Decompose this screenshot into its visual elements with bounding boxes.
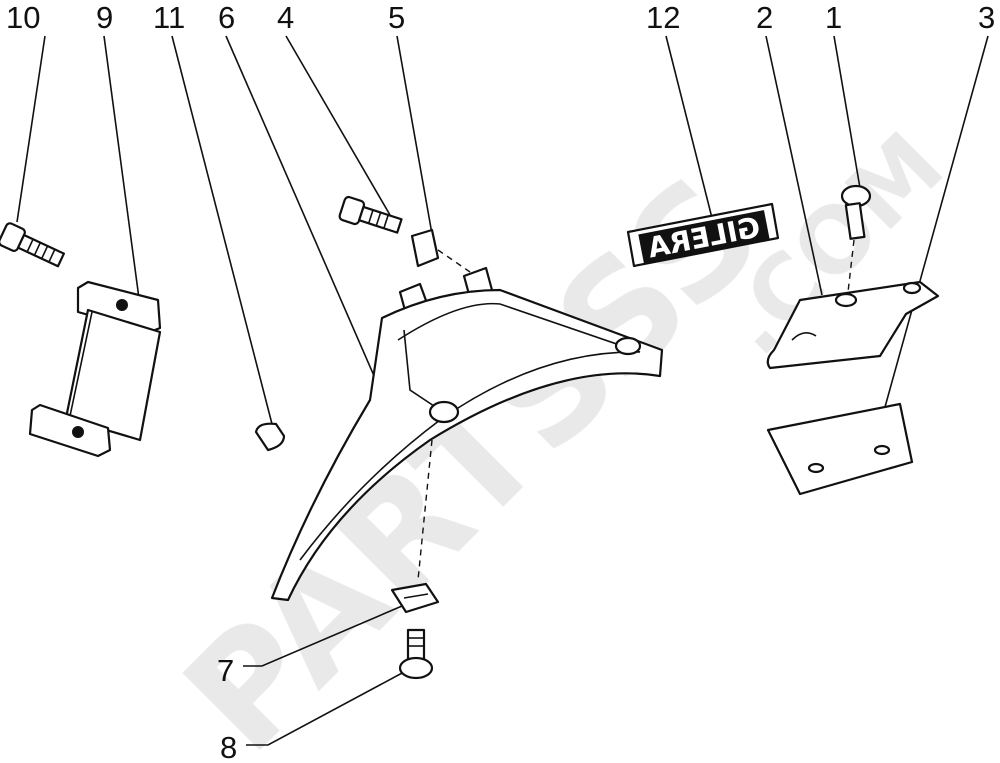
leader-7 [243, 605, 403, 667]
leader-8 [246, 671, 405, 746]
leader-2 [765, 35, 823, 296]
callout-8: 8 [220, 730, 237, 763]
leader-5 [396, 35, 433, 235]
fender-part-6 [270, 288, 664, 602]
leader-1 [833, 35, 861, 189]
leader-11 [171, 35, 273, 425]
callout-2: 2 [756, 0, 773, 35]
screw-part-1 [840, 184, 872, 293]
leader-9 [103, 35, 141, 307]
callout-labels: 10 9 11 6 4 5 12 2 1 3 7 8 [6, 0, 995, 763]
bolt-part-10 [0, 222, 65, 268]
callout-3: 3 [978, 0, 995, 35]
leader-6 [225, 35, 379, 386]
callout-6: 6 [218, 0, 235, 35]
leader-10 [16, 35, 46, 223]
leader-4 [285, 35, 391, 216]
bolt-part-4 [338, 195, 403, 234]
callout-1: 1 [825, 0, 842, 35]
callout-4: 4 [277, 0, 294, 35]
mount-part-2 [766, 280, 940, 370]
callout-5: 5 [388, 0, 405, 35]
callout-11: 11 [153, 0, 185, 35]
clip-part-11 [254, 422, 286, 452]
leader-12 [665, 35, 713, 219]
nut-part-7 [390, 582, 440, 614]
leader-3 [879, 35, 989, 426]
callout-10: 10 [6, 0, 40, 35]
screw-part-8 [398, 628, 434, 680]
plate-part-3 [766, 402, 914, 496]
callout-12: 12 [646, 0, 680, 35]
callout-7: 7 [217, 653, 234, 688]
leader-lines [16, 35, 989, 746]
bracket-part-9 [28, 280, 162, 458]
callout-9: 9 [96, 0, 113, 35]
